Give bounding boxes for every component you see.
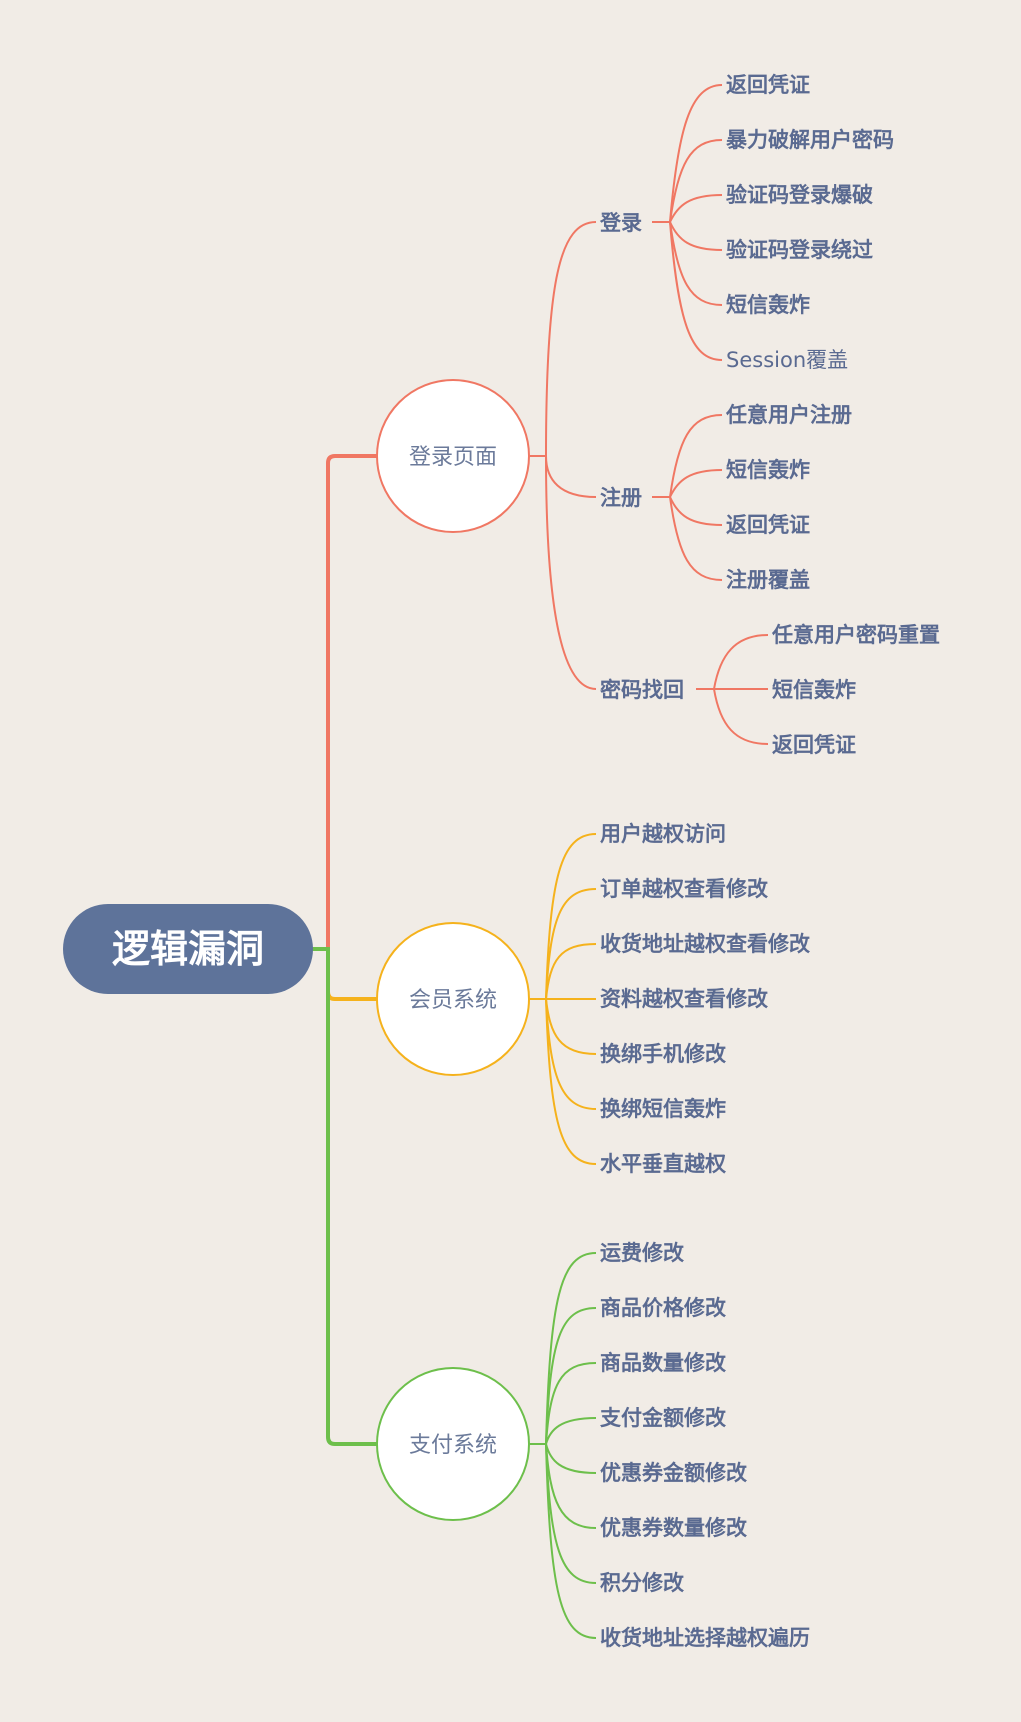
leaf-item[interactable]: 任意用户注册	[725, 403, 852, 427]
leaf-item[interactable]: 水平垂直越权	[600, 1152, 726, 1176]
leaf-item[interactable]: 优惠券金额修改	[600, 1461, 748, 1485]
leaf-item[interactable]: 收货地址越权查看修改	[600, 932, 811, 956]
branch-label: 会员系统	[409, 988, 497, 1013]
connector-layer	[312, 84, 769, 1639]
leaf-item[interactable]: 支付金额修改	[600, 1406, 727, 1430]
leaf-item[interactable]: 短信轰炸	[726, 458, 810, 482]
leaf-item[interactable]: 暴力破解用户密码	[726, 128, 894, 152]
leaf-item[interactable]: 商品数量修改	[600, 1351, 727, 1375]
login-branch-connectors	[530, 84, 769, 745]
leaf-item[interactable]: 验证码登录爆破	[726, 183, 873, 207]
group-label-password-recovery[interactable]: 密码找回	[600, 678, 684, 702]
branch-node-payment[interactable]: 支付系统	[376, 1367, 530, 1521]
leaf-item[interactable]: 返回凭证	[772, 733, 856, 757]
leaf-item[interactable]: 短信轰炸	[772, 678, 856, 702]
branch-label: 登录页面	[409, 445, 497, 470]
login-items: 返回凭证 暴力破解用户密码 验证码登录爆破 验证码登录绕过 短信轰炸 Sessi…	[725, 73, 940, 757]
branch-node-login[interactable]: 登录页面	[376, 379, 530, 533]
leaf-item[interactable]: 换绑短信轰炸	[600, 1097, 726, 1121]
leaf-item[interactable]: 订单越权查看修改	[600, 877, 769, 901]
root-to-member-connector	[312, 947, 377, 1001]
leaf-item[interactable]: 运费修改	[600, 1241, 685, 1265]
leaf-item[interactable]: 用户越权访问	[600, 822, 726, 846]
leaf-item[interactable]: Session覆盖	[726, 348, 848, 372]
root-to-login-connector	[312, 454, 377, 951]
leaf-item[interactable]: 收货地址选择越权遍历	[600, 1626, 810, 1650]
leaf-item[interactable]: 注册覆盖	[726, 568, 810, 592]
payment-items: 运费修改 商品价格修改 商品数量修改 支付金额修改 优惠券金额修改 优惠券数量修…	[600, 1241, 810, 1650]
leaf-item[interactable]: 积分修改	[600, 1571, 685, 1595]
leaf-item[interactable]: 返回凭证	[726, 73, 810, 97]
leaf-item[interactable]: 优惠券数量修改	[600, 1516, 748, 1540]
root-node[interactable]: 逻辑漏洞	[63, 904, 313, 994]
leaf-item[interactable]: 资料越权查看修改	[600, 987, 769, 1011]
group-label-login[interactable]: 登录	[599, 211, 642, 235]
member-items: 用户越权访问 订单越权查看修改 收货地址越权查看修改 资料越权查看修改 换绑手机…	[600, 822, 811, 1176]
group-label-register[interactable]: 注册	[600, 486, 642, 510]
leaf-item[interactable]: 验证码登录绕过	[726, 238, 873, 262]
leaf-item[interactable]: 短信轰炸	[726, 293, 810, 317]
leaf-item[interactable]: 返回凭证	[726, 513, 810, 537]
leaf-item[interactable]: 换绑手机修改	[600, 1042, 727, 1066]
leaf-item[interactable]: 商品价格修改	[600, 1296, 727, 1320]
branch-node-member[interactable]: 会员系统	[376, 922, 530, 1076]
leaf-item[interactable]: 任意用户密码重置	[771, 623, 940, 647]
root-label: 逻辑漏洞	[112, 927, 264, 971]
root-to-payment-connector	[312, 947, 377, 1446]
login-groups: 登录 注册 密码找回	[599, 211, 684, 702]
payment-branch-connectors	[530, 1252, 597, 1639]
branch-label: 支付系统	[409, 1433, 497, 1458]
member-branch-connectors	[530, 833, 597, 1165]
